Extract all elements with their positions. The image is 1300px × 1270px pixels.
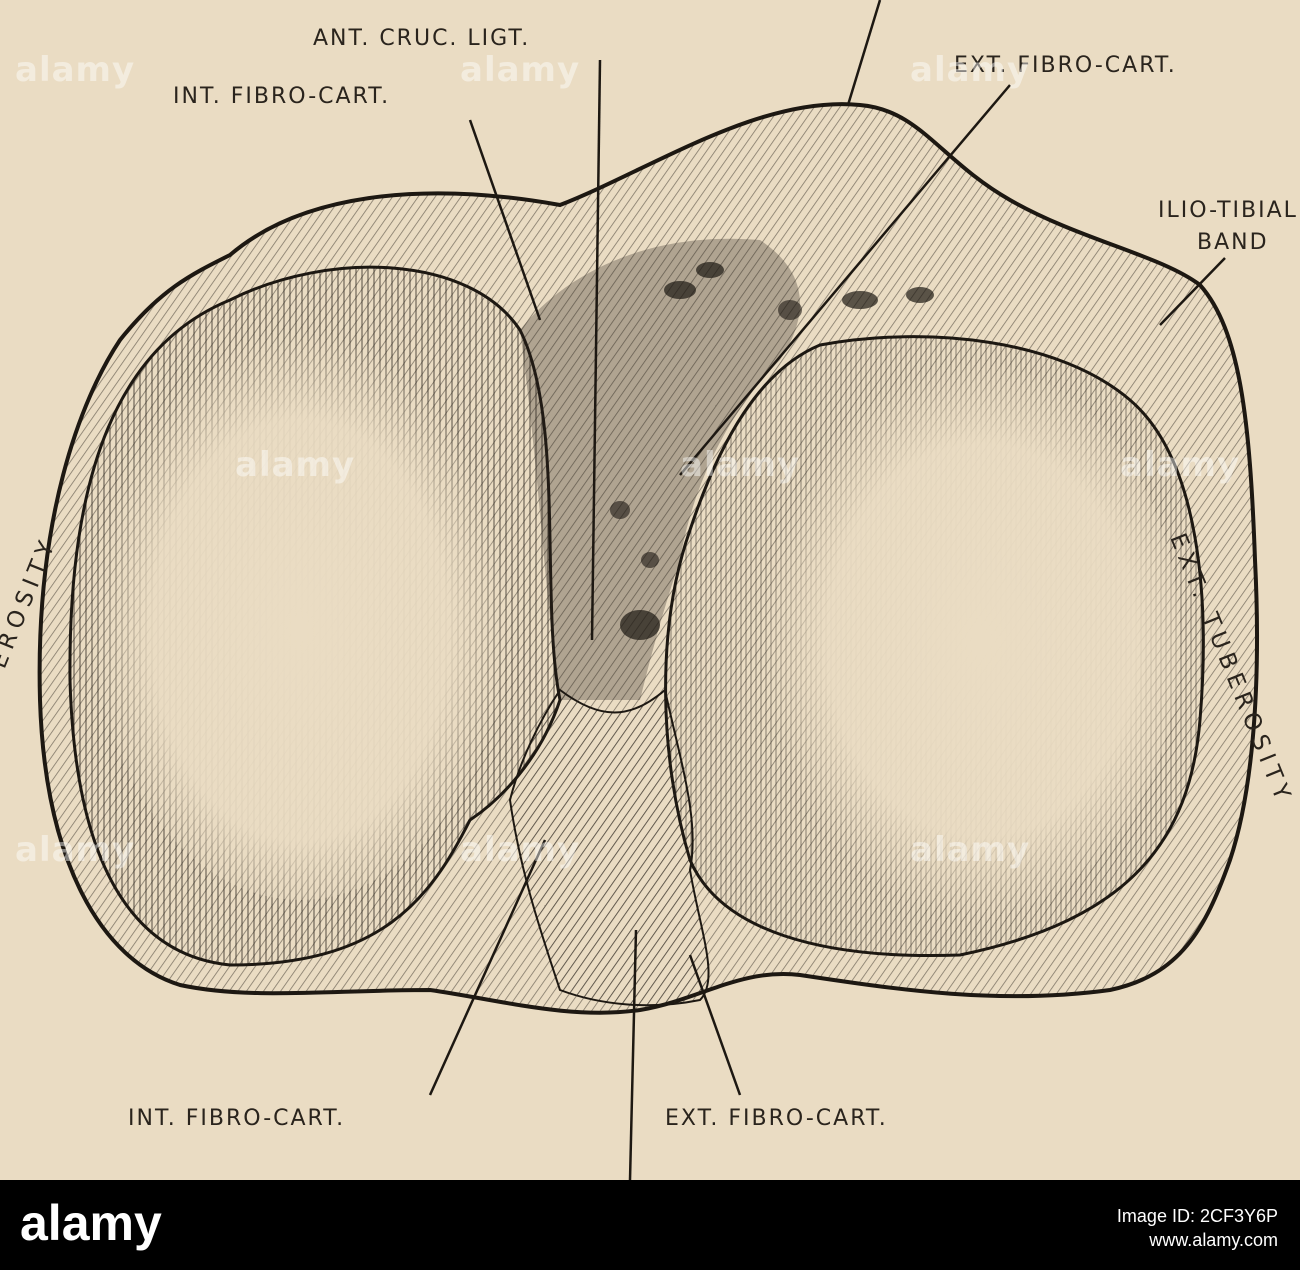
watermark-9: alamy (910, 830, 1031, 870)
footer-image-info: Image ID: 2CF3Y6P www.alamy.com (1117, 1204, 1278, 1253)
label-int-fibro-cart-bottom: INT. FIBRO-CART. (128, 1106, 346, 1131)
footer-logo[interactable]: alamy (20, 1195, 162, 1251)
pit-8 (641, 552, 659, 568)
pit-6 (778, 300, 802, 320)
external-facet-highlight (740, 360, 1180, 920)
internal-facet-highlight (90, 300, 510, 900)
intercondylar-area (520, 238, 800, 701)
pit-7 (610, 501, 630, 519)
watermark-3: alamy (910, 50, 1031, 90)
site-link[interactable]: www.alamy.com (1149, 1230, 1278, 1251)
leader-bottom-center (628, 929, 638, 1180)
label-ilio-tibial: ILIO-TIBIAL (1158, 198, 1298, 223)
pit-3 (696, 262, 724, 278)
footer-bar: alamy Image ID: 2CF3Y6P www.alamy.com (0, 1180, 1300, 1270)
leader-int-fibro-cart-top (468, 119, 542, 321)
watermark-4: alamy (235, 445, 356, 485)
leader-top (846, 0, 882, 106)
pit-1 (620, 610, 660, 640)
pit-4 (842, 291, 878, 309)
label-band: BAND (1197, 230, 1269, 255)
label-ext-fibro-cart-top: EXT. FIBRO-CART. (954, 53, 1177, 78)
watermark-5: alamy (680, 445, 801, 485)
leader-ilio-tibial-band (1159, 257, 1226, 326)
image-id-label: Image ID: 2CF3Y6P (1116, 1206, 1278, 1226)
leader-ext-fibro-cart-bottom (688, 954, 742, 1096)
pit-2 (664, 281, 696, 299)
anatomical-plate: ANT. CRUC. LIGT. INT. FIBRO-CART. EXT. F… (0, 0, 1298, 1180)
leader-lines (428, 0, 1226, 1180)
label-ext-fibro-cart-bottom: EXT. FIBRO-CART. (665, 1106, 888, 1131)
leader-ext-fibro-cart-top (679, 84, 1011, 476)
watermark-7: alamy (15, 830, 136, 870)
tibia-illustration (37, 0, 1259, 1180)
pit-5 (906, 287, 934, 303)
posterior-band (508, 688, 710, 1007)
label-ant-cruc-ligt: ANT. CRUC. LIGT. (313, 26, 531, 51)
leader-ant-cruc-ligt (590, 59, 602, 641)
watermark-8: alamy (460, 830, 581, 870)
watermark-2: alamy (460, 50, 581, 90)
watermark-6: alamy (1120, 445, 1241, 485)
label-int-fibro-cart-top: INT. FIBRO-CART. (173, 84, 391, 109)
leader-int-fibro-cart-bottom (428, 839, 547, 1096)
watermark-1: alamy (15, 50, 136, 90)
